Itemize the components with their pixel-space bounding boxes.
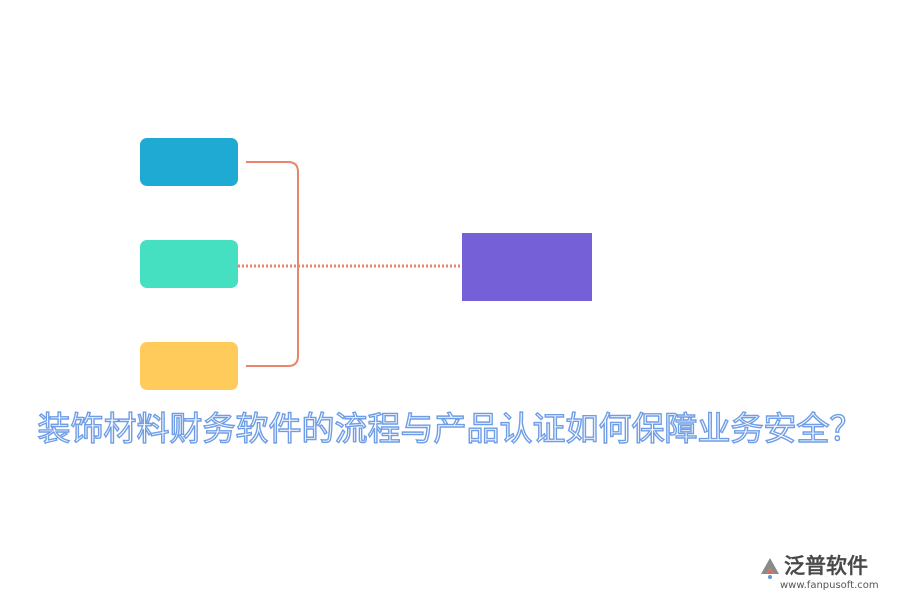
watermark: 泛普软件 www.fanpusoft.com	[758, 552, 888, 592]
page-title: 装饰材料财务软件的流程与产品认证如何保障业务安全？	[37, 408, 863, 448]
node-teal	[140, 240, 238, 288]
node-yellow	[140, 342, 238, 390]
fanpu-logo-icon	[761, 558, 779, 579]
watermark-brand: 泛普软件	[784, 554, 868, 578]
watermark-url: www.fanpusoft.com	[780, 580, 879, 591]
bracket-connector	[246, 161, 299, 367]
node-blue	[140, 138, 238, 186]
node-purple	[462, 233, 592, 301]
